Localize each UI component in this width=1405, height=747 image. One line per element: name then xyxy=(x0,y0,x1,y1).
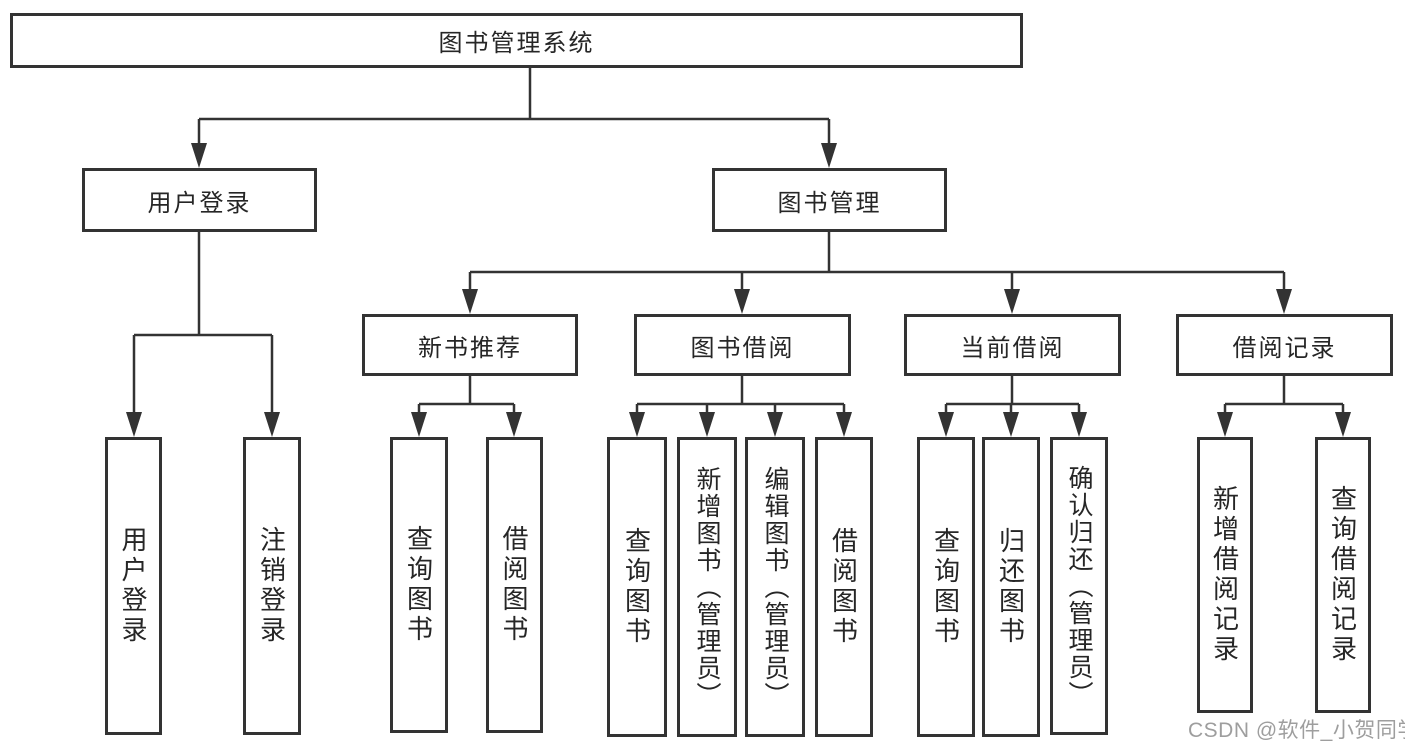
node-label: 当前借阅 xyxy=(960,334,1065,362)
leaf-return-books: 归还图书 xyxy=(982,437,1040,737)
leaf-borrow-books: 借阅图书 xyxy=(815,437,873,737)
node-label: 确认归还（管理员） xyxy=(1065,464,1093,708)
node-label: 用户登录 xyxy=(147,189,252,217)
node-label: 新增借阅记录 xyxy=(1209,485,1240,665)
node-label: 图书借阅 xyxy=(690,334,795,362)
node-label: 借阅记录 xyxy=(1232,334,1337,362)
connector-path xyxy=(132,68,1345,415)
leaf-query-books: 查询图书 xyxy=(917,437,975,737)
node-label: 借阅图书 xyxy=(828,527,859,647)
node-label: 归还图书 xyxy=(995,527,1026,647)
leaf-query-books: 查询图书 xyxy=(390,437,448,733)
node-label: 查询图书 xyxy=(621,527,652,647)
node-book-management: 图书管理 xyxy=(712,168,947,232)
node-user-login: 用户登录 xyxy=(82,168,317,232)
leaf-logout: 注销登录 xyxy=(243,437,301,735)
node-label: 图书管理系统 xyxy=(438,30,595,57)
leaf-add-books-admin: 新增图书（管理员） xyxy=(677,437,737,737)
node-book-borrowing: 图书借阅 xyxy=(634,314,851,376)
node-label: 借阅图书 xyxy=(499,525,529,645)
node-label: 新增图书（管理员） xyxy=(693,465,721,709)
node-current-borrowing: 当前借阅 xyxy=(904,314,1121,376)
node-label: 用户登录 xyxy=(118,526,148,646)
node-label: 查询借阅记录 xyxy=(1327,485,1358,665)
leaf-query-books: 查询图书 xyxy=(607,437,667,737)
node-label: 查询图书 xyxy=(403,525,434,645)
arrowheads xyxy=(126,143,1351,437)
leaf-query-borrow-record: 查询借阅记录 xyxy=(1315,437,1371,713)
leaf-edit-books-admin: 编辑图书（管理员） xyxy=(745,437,805,737)
leaf-confirm-return-admin: 确认归还（管理员） xyxy=(1050,437,1108,735)
node-borrowing-records: 借阅记录 xyxy=(1176,314,1393,376)
node-label: 查询图书 xyxy=(930,527,961,647)
leaf-borrow-books: 借阅图书 xyxy=(486,437,543,733)
node-label: 注销登录 xyxy=(256,526,287,646)
leaf-user-login: 用户登录 xyxy=(105,437,162,735)
node-library-management-system: 图书管理系统 xyxy=(10,13,1023,68)
node-label: 图书管理 xyxy=(777,189,882,217)
leaf-add-borrow-record: 新增借阅记录 xyxy=(1197,437,1253,713)
node-new-book-recommendation: 新书推荐 xyxy=(362,314,578,376)
node-label: 编辑图书（管理员） xyxy=(761,465,789,709)
csdn-watermark: CSDN @软件_小贺同学 xyxy=(1188,719,1405,742)
node-label: 新书推荐 xyxy=(418,334,522,362)
